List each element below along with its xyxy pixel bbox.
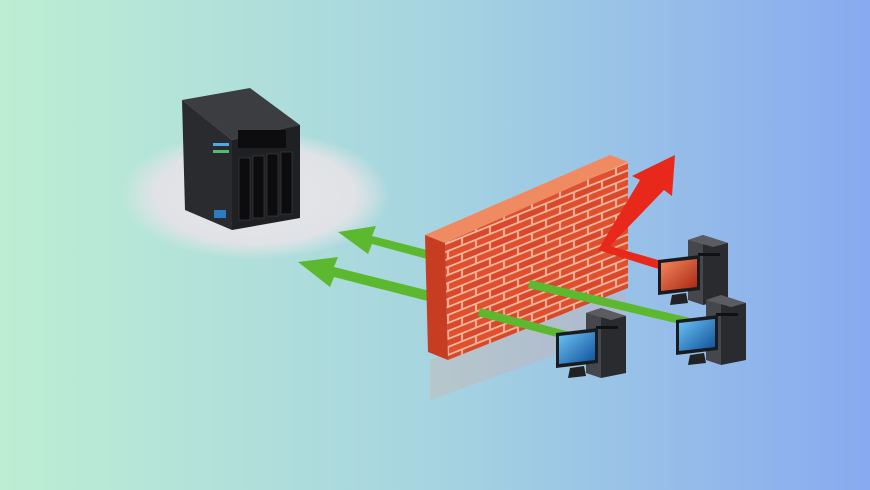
computer-allowed-front [556,308,626,378]
computer-blocked [658,235,728,305]
computer-allowed-right [676,295,746,365]
firewall-brick-wall [425,155,628,360]
blocked-traffic-arrow [598,155,675,270]
nas-server [182,88,300,230]
reflection [430,292,625,400]
